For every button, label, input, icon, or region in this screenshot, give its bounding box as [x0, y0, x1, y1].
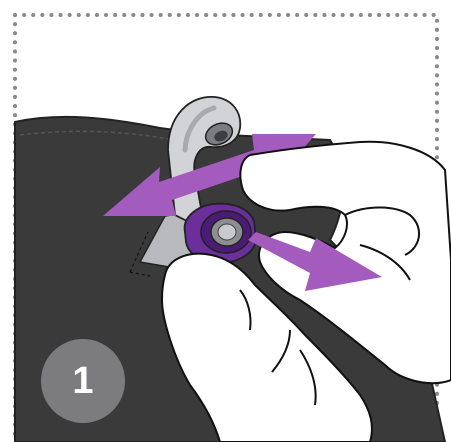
step-badge: 1 — [41, 339, 125, 423]
step-number: 1 — [72, 362, 93, 400]
